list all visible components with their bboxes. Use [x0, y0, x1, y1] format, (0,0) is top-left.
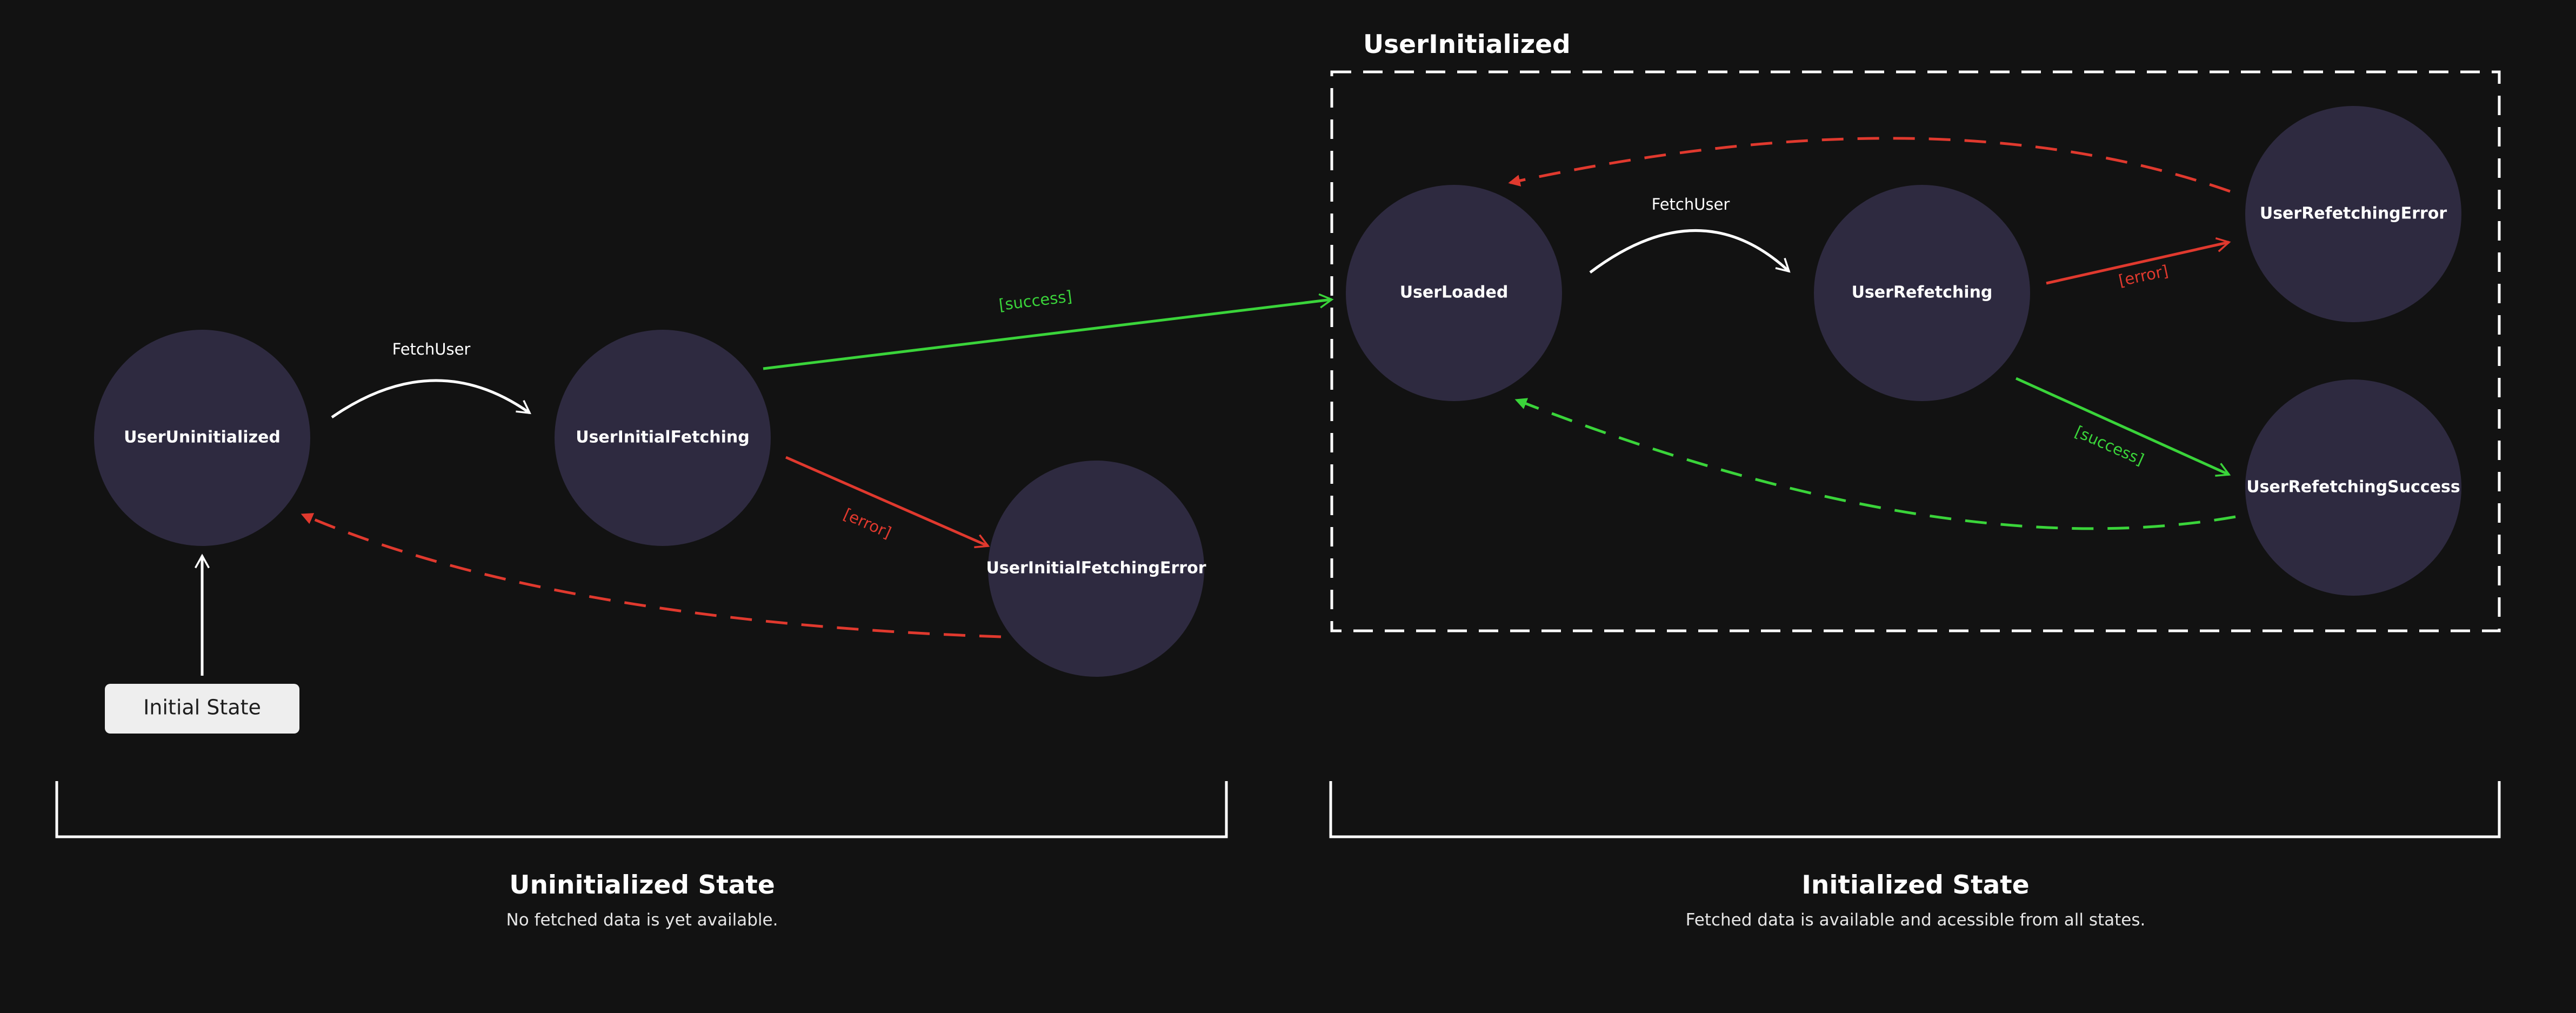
section-description-uninitialized: No fetched data is yet available.	[506, 910, 778, 930]
node-label-user-initial-fetching-error: UserInitialFetchingError	[986, 559, 1206, 578]
edge-label-success-1: [success]	[998, 287, 1073, 314]
edge-error-initialfetching-to-initialfetchingerror	[785, 456, 990, 549]
node-user-refetching-success: UserRefetchingSuccess	[2245, 379, 2461, 596]
edge-label-error-1: [error]	[840, 505, 894, 542]
section-title-initialized: Initialized State	[1801, 870, 2029, 900]
node-label-user-refetching-success: UserRefetchingSuccess	[2246, 478, 2460, 497]
node-user-refetching-error: UserRefetchingError	[2245, 106, 2461, 322]
node-label-user-refetching-error: UserRefetchingError	[2260, 204, 2447, 223]
edge-success-refetching-to-refetchingsuccess	[2015, 377, 2231, 477]
node-user-initial-fetching-error: UserInitialFetchingError	[986, 461, 1206, 677]
node-label-user-uninitialized: UserUninitialized	[124, 428, 281, 447]
initial-state-label: Initial State	[143, 696, 261, 719]
node-user-uninitialized: UserUninitialized	[94, 330, 310, 546]
group-title-user-initialized: UserInitialized	[1363, 30, 1571, 59]
edge-dashed-refetchingsuccess-to-userloaded	[1514, 398, 2236, 530]
bracket-initialized-state	[1329, 781, 2501, 838]
edge-error-refetching-to-refetchingerror	[2046, 237, 2231, 285]
initial-state-box: Initial State	[105, 684, 299, 734]
edge-label-fetchuser-2: FetchUser	[1652, 195, 1730, 214]
node-label-user-refetching: UserRefetching	[1852, 283, 1993, 302]
edge-success-initialfetching-to-userloaded	[763, 293, 1334, 370]
section-description-initialized: Fetched data is available and acessible …	[1686, 910, 2146, 930]
node-user-initial-fetching: UserInitialFetching	[555, 330, 771, 546]
section-title-uninitialized: Uninitialized State	[509, 870, 775, 900]
node-label-user-initial-fetching: UserInitialFetching	[576, 428, 750, 447]
edge-fetchuser-userloaded-to-userrefetching	[1589, 229, 1791, 274]
edge-dashed-refetchingerror-to-userloaded	[1508, 137, 2231, 193]
node-label-user-loaded: UserLoaded	[1400, 283, 1509, 302]
node-user-loaded: UserLoaded	[1346, 185, 1562, 401]
node-user-refetching: UserRefetching	[1814, 185, 2030, 401]
bracket-uninitialized-state	[55, 781, 1228, 838]
user-initialized-group-border	[1330, 70, 2501, 632]
edge-label-success-2: [success]	[2072, 422, 2147, 469]
edge-dashed-initialfetchingerror-to-uninitialized	[301, 513, 1002, 638]
edge-label-fetchuser-1: FetchUser	[392, 340, 471, 358]
edge-fetchuser-uninitialized-to-initialfetching	[331, 379, 531, 419]
